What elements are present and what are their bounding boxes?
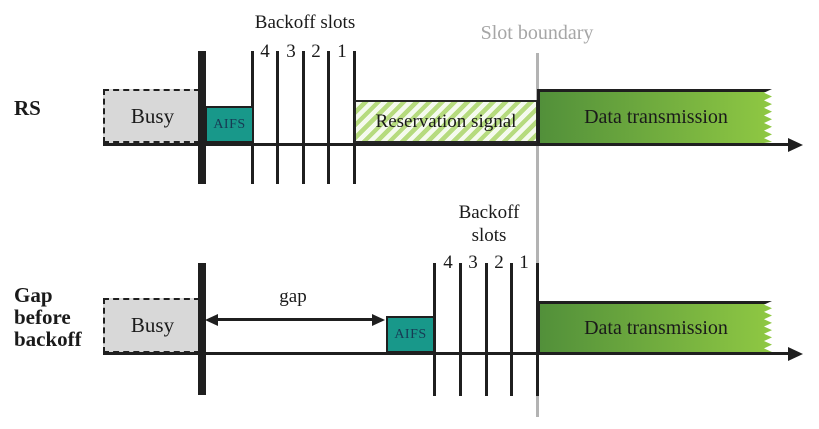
- gap-arrow-left-head: [205, 313, 218, 326]
- gap-backoff-slots-title: Backoff slots: [458, 202, 520, 246]
- rs-data-transmission-label: Data transmission: [584, 106, 728, 128]
- gap-slot-number-1: 1: [519, 252, 529, 273]
- rs-slot-number-2: 2: [311, 41, 321, 62]
- gap-busy-label: Busy: [130, 313, 175, 337]
- rs-data-transmission-box: Data transmission: [537, 89, 772, 143]
- rs-slot-tick: [276, 51, 279, 184]
- gap-arrow-right-head: [372, 313, 385, 326]
- gap-timeline: [103, 352, 790, 355]
- gap-row-label: Gap before backoff: [14, 283, 82, 351]
- rs-reservation-box: Reservation signal: [354, 100, 538, 143]
- rs-timeline: [103, 143, 790, 146]
- rs-reservation-label: Reservation signal: [375, 110, 517, 132]
- gap-slot-tick: [459, 263, 462, 396]
- gap-busy-box: Busy: [103, 298, 200, 353]
- slot-boundary-line: [536, 53, 539, 417]
- gap-timeline-arrowhead: [788, 346, 803, 361]
- rs-aifs-label: AIFS: [213, 116, 246, 132]
- rs-slot-tick: [327, 51, 330, 184]
- rs-slot-number-3: 3: [286, 41, 296, 62]
- rs-aifs-box: AIFS: [205, 106, 254, 143]
- rs-row-label: RS: [14, 96, 41, 120]
- rs-slot-number-1: 1: [337, 41, 347, 62]
- rs-slot-number-4: 4: [260, 41, 270, 62]
- gap-data-transmission-box: Data transmission: [537, 301, 772, 353]
- slot-boundary-label: Slot boundary: [480, 22, 594, 44]
- rs-busy-end-bar: [198, 51, 206, 184]
- rs-slot-tick: [302, 51, 305, 184]
- gap-arrow-label: gap: [279, 286, 307, 307]
- rs-busy-box: Busy: [103, 89, 200, 143]
- gap-data-transmission-label: Data transmission: [584, 317, 728, 339]
- rs-timeline-arrowhead: [788, 137, 803, 152]
- rs-backoff-slots-title: Backoff slots: [254, 12, 356, 33]
- gap-aifs-label: AIFS: [394, 326, 427, 342]
- gap-arrow-line: [214, 318, 376, 321]
- gap-slot-number-2: 2: [494, 252, 504, 273]
- rs-busy-label: Busy: [130, 103, 175, 128]
- gap-slot-number-4: 4: [443, 252, 453, 273]
- gap-slot-number-3: 3: [468, 252, 478, 273]
- gap-aifs-box: AIFS: [386, 316, 435, 353]
- gap-slot-tick: [510, 263, 513, 396]
- gap-busy-end-bar: [198, 263, 206, 395]
- gap-slot-tick: [485, 263, 488, 396]
